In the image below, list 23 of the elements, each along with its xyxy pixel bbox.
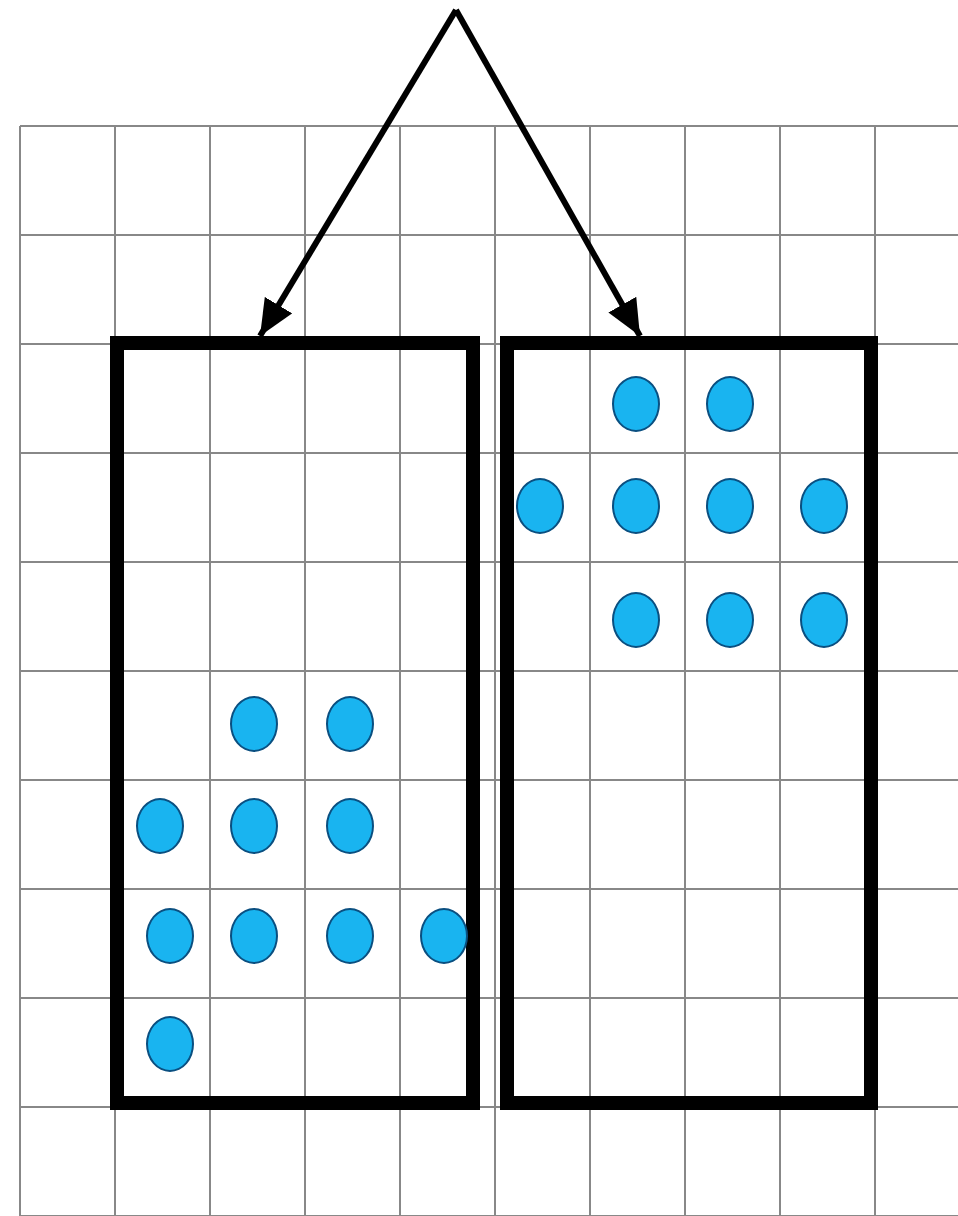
arrow [257, 8, 459, 338]
dot [230, 696, 278, 752]
dot [706, 376, 754, 432]
dot [326, 696, 374, 752]
dot [516, 478, 564, 534]
frame-box [110, 336, 480, 1110]
dot [706, 478, 754, 534]
dot [612, 592, 660, 648]
dot [800, 592, 848, 648]
dot [326, 798, 374, 854]
dot [230, 908, 278, 964]
dot [800, 478, 848, 534]
dot [612, 478, 660, 534]
dot [136, 798, 184, 854]
dot [146, 1016, 194, 1072]
arrow [453, 8, 643, 338]
dot [326, 908, 374, 964]
frame-box [500, 336, 878, 1110]
dot [706, 592, 754, 648]
dot [612, 376, 660, 432]
dot [420, 908, 468, 964]
dot [146, 908, 194, 964]
dot [230, 798, 278, 854]
